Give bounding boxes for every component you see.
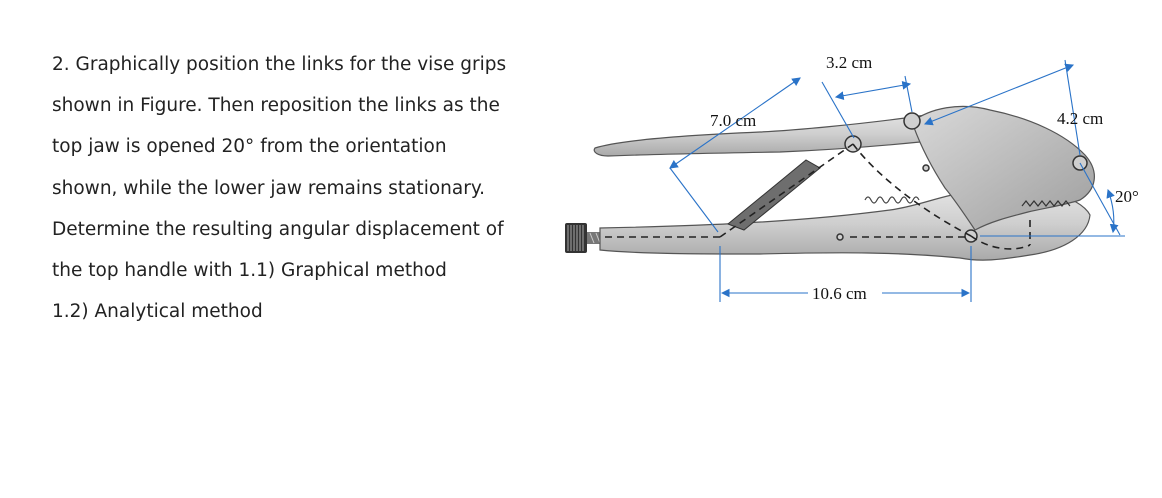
problem-statement: 2. Graphically position the links for th… [52, 44, 552, 332]
dimension-label-top: 3.2 cm [826, 53, 872, 72]
dimension-label-left: 7.0 cm [710, 111, 756, 130]
vise-grip-figure: 3.2 cm 7.0 cm 4.2 cm 20° 10.6 cm [565, 53, 1139, 303]
problem-line: 2. Graphically position the links for th… [52, 54, 507, 75]
spring [864, 196, 920, 204]
dimension-label-bottom: 10.6 cm [812, 284, 867, 303]
dimension-label-right: 4.2 cm [1057, 109, 1103, 128]
angle-label: 20° [1115, 187, 1139, 206]
problem-line: shown, while the lower jaw remains stati… [52, 177, 486, 199]
jaw-teeth [1021, 200, 1071, 207]
problem-line: Determine the resulting angular displace… [52, 218, 504, 240]
link-dashed-lines [605, 143, 1031, 250]
problem-line: top jaw is opened 20° from the orientati… [52, 136, 447, 158]
problem-line: shown in Figure. Then reposition the lin… [52, 95, 500, 117]
dimension-lines [669, 59, 1125, 302]
problem-line: the top handle with 1.1) Graphical metho… [52, 259, 447, 281]
problem-line: 1.2) Analytical method [52, 301, 263, 323]
